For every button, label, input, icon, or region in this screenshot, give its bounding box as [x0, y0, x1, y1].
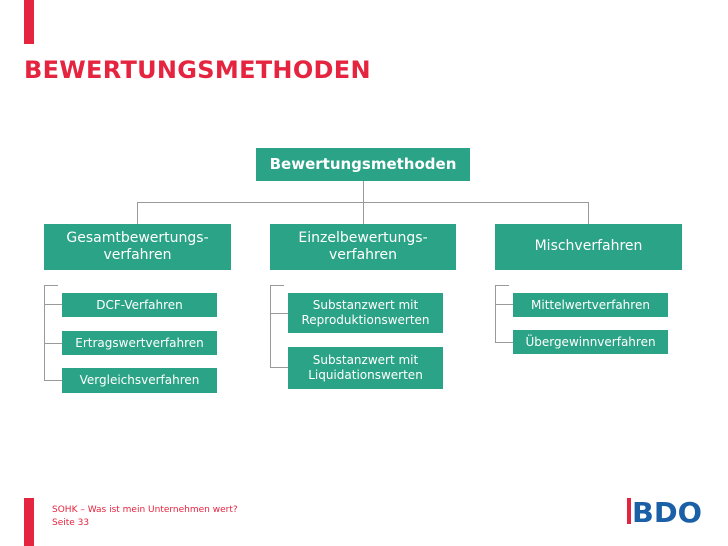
- page-title: BEWERTUNGSMETHODEN: [24, 56, 371, 84]
- root-node: Bewertungsmethoden: [256, 148, 470, 181]
- method-node-ertragswert: Ertragswertverfahren: [62, 331, 217, 355]
- footer-title: SOHK – Was ist mein Unternehmen wert?: [52, 505, 238, 515]
- category-node-mischverfahren: Mischverfahren: [495, 224, 682, 270]
- category-label: Gesamtbewertungs- verfahren: [66, 229, 209, 264]
- method-node-mittelwert: Mittelwertverfahren: [513, 293, 668, 317]
- category-node-gesamtbewertung: Gesamtbewertungs- verfahren: [44, 224, 231, 270]
- footer: SOHK – Was ist mein Unternehmen wert? Se…: [52, 504, 238, 530]
- bdo-logo-icon: BDO: [627, 496, 702, 526]
- method-node-uebergewinn: Übergewinnverfahren: [513, 330, 668, 354]
- red-accent-bar-bottom: [24, 498, 34, 546]
- red-accent-bar-top: [24, 0, 34, 44]
- category-label: Mischverfahren: [534, 238, 643, 255]
- method-node-dcf: DCF-Verfahren: [62, 293, 217, 317]
- svg-text:BDO: BDO: [632, 496, 702, 526]
- method-node-vergleich: Vergleichsverfahren: [62, 368, 217, 393]
- category-label: Einzelbewertungs- verfahren: [298, 229, 428, 264]
- footer-page-number: Seite 33: [52, 518, 90, 529]
- method-node-substanzwert-liquidation: Substanzwert mit Liquidationswerten: [288, 347, 443, 389]
- category-node-einzelbewertung: Einzelbewertungs- verfahren: [270, 224, 456, 270]
- logo-bar: [627, 498, 631, 524]
- method-node-substanzwert-reproduktion: Substanzwert mit Reproduktionswerten: [288, 293, 443, 333]
